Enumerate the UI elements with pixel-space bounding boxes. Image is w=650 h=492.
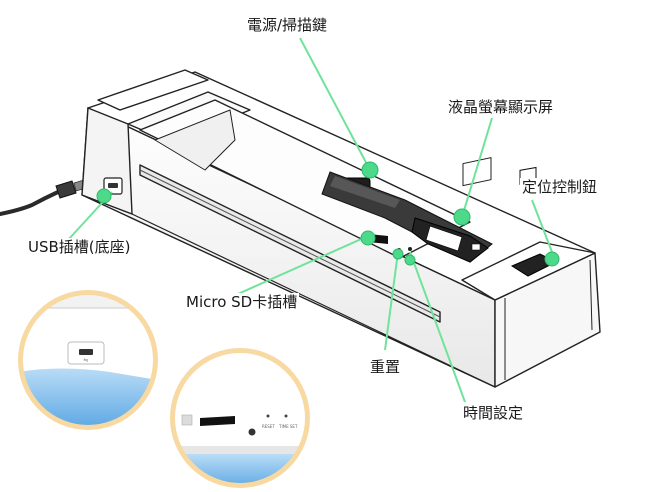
line-reset bbox=[384, 251, 399, 351]
line-time-set bbox=[409, 251, 466, 403]
closeup-reset-text: RESET bbox=[262, 424, 275, 429]
svg-text:⇋: ⇋ bbox=[83, 357, 88, 364]
line-power-scan bbox=[299, 37, 371, 171]
scanner-body bbox=[81, 69, 601, 388]
dot-microsd bbox=[360, 230, 376, 246]
dot-positioner bbox=[544, 251, 560, 267]
dot-time-set bbox=[404, 254, 416, 266]
time-set-hole bbox=[408, 247, 412, 251]
label-time-setting: 時間設定 bbox=[461, 404, 526, 422]
dot-usb bbox=[96, 188, 112, 204]
label-positioning-controller: 定位控制鈕 bbox=[520, 178, 600, 196]
lcd-display bbox=[411, 217, 489, 263]
label-power-scan: 電源/掃描鍵 bbox=[245, 16, 330, 34]
dot-power-scan bbox=[361, 161, 379, 179]
dot-lcd bbox=[453, 208, 471, 226]
label-microsd-slot: Micro SD卡插槽 bbox=[184, 293, 300, 311]
callout-lines bbox=[67, 37, 553, 403]
line-positioner bbox=[531, 199, 553, 253]
label-lcd-display: 液晶螢幕顯示屏 bbox=[446, 98, 556, 116]
callout-dots bbox=[96, 161, 560, 267]
usb-cable bbox=[0, 179, 87, 216]
closeup-time-set-text: TIME SET bbox=[278, 424, 298, 429]
line-lcd bbox=[461, 117, 493, 218]
line-microsd bbox=[219, 235, 369, 303]
closeup-sd-panel: RESET TIME SET bbox=[170, 348, 310, 488]
dot-reset bbox=[392, 248, 404, 260]
label-reset: 重置 bbox=[368, 358, 403, 376]
label-usb-slot: USB插槽(底座) bbox=[26, 238, 133, 256]
closeup-usb: ⇋ bbox=[18, 290, 158, 430]
